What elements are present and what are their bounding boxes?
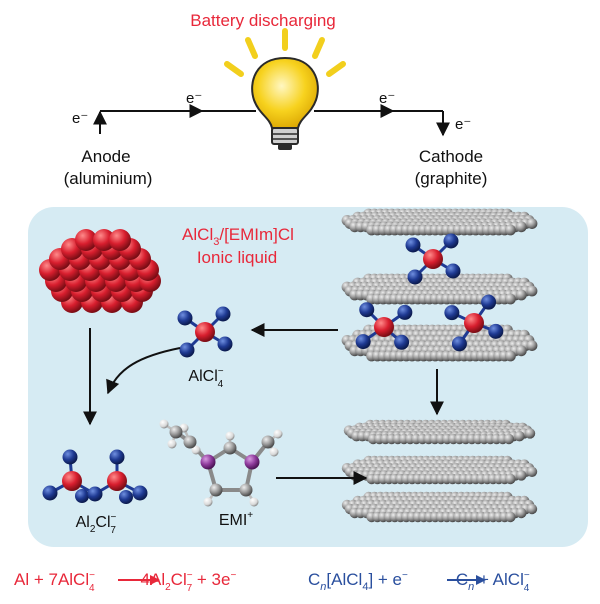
intercalated-alcl4-molecules [355, 233, 504, 352]
cathode-label: Cathode [419, 147, 483, 166]
anode-reaction-arrowhead [150, 575, 160, 585]
chlorine-atom [443, 233, 459, 249]
carbon-atom [515, 221, 527, 233]
chlorine-atom [132, 485, 148, 501]
chlorine-atom [407, 269, 423, 285]
carbon-atom [503, 433, 515, 445]
hydrogen-atom [167, 439, 177, 449]
carbon-atom [239, 483, 253, 497]
aluminium-crystal [39, 229, 161, 313]
chlorine-atom [451, 336, 467, 352]
chlorine-atom [397, 304, 413, 320]
carbon-atom [505, 511, 516, 523]
hydrogen-atom [225, 431, 235, 441]
emi-cation-molecule [159, 419, 283, 507]
aluminium-atom [109, 229, 131, 251]
chlorine-atom [179, 342, 195, 358]
carbon-atom [524, 428, 536, 439]
carbon-atom [504, 350, 516, 362]
graphite-stack [341, 208, 538, 523]
carbon-atom [515, 345, 527, 357]
aluminium-atom [423, 249, 443, 269]
hydrogen-atom [191, 445, 201, 455]
chlorine-atom [177, 310, 193, 326]
electron-label-anode: e⁻ [72, 110, 88, 127]
chlorine-atom [488, 323, 504, 339]
alcl4-molecule [177, 306, 233, 358]
chlorine-atom [355, 334, 371, 350]
chlorine-atom [75, 489, 89, 503]
carbon-atom [505, 473, 516, 485]
aluminium-atom [195, 322, 215, 342]
chlorine-atom [445, 263, 461, 279]
hydrogen-atom [249, 497, 259, 507]
carbon-atom [516, 507, 527, 519]
aluminium-atom [93, 229, 115, 251]
electrolyte-formula: AlCl3/[EMIm]Cl [182, 225, 294, 248]
anode-reaction-equation: Al + 7AlCl−44Al2Cl−7 + 3e− [14, 570, 236, 594]
chlorine-atom [359, 302, 375, 318]
hydrogen-atom [273, 429, 283, 439]
cathode-reaction-arrowhead [476, 575, 486, 585]
electrolyte-description: Ionic liquid [197, 248, 277, 267]
electron-label-top-right: e⁻ [379, 90, 395, 107]
carbon-atom [526, 466, 538, 477]
alcl4-label: AlCl−4 [188, 366, 223, 390]
cathode-reaction-equation: Cn[AlCl4] + e−Cn + AlCl−4 [308, 570, 530, 594]
carbon-atom [169, 425, 183, 439]
chlorine-atom [481, 294, 497, 310]
hydrogen-atom [269, 447, 279, 457]
reaction-arrow [83, 323, 444, 485]
aluminium-atom [62, 471, 82, 491]
al2cl7-label: Al2Cl−7 [76, 512, 117, 536]
aluminium-atom [464, 313, 484, 333]
carbon-atom [261, 435, 275, 449]
carbon-atom [183, 435, 197, 449]
hydrogen-atom [159, 419, 169, 429]
al2cl7-molecule [42, 449, 148, 504]
chlorine-atom [394, 334, 410, 350]
carbon-atom [526, 285, 538, 297]
carbon-atom [209, 483, 223, 497]
anode-material-label: (aluminium) [64, 169, 153, 188]
hydrogen-atom [203, 497, 213, 507]
carbon-atom [514, 431, 525, 442]
carbon-atom [526, 503, 538, 515]
chlorine-atom [87, 486, 103, 502]
light-bulb-icon [224, 28, 346, 150]
carbon-atom [516, 470, 527, 481]
diagram-title: Battery discharging [190, 11, 336, 30]
chlorine-atom [217, 336, 233, 352]
emi-label: EMI+ [219, 510, 253, 529]
chlorine-atom [109, 449, 125, 465]
electron-label-cathode: e⁻ [455, 116, 471, 133]
aluminium-atom [374, 317, 394, 337]
chlorine-atom [42, 485, 58, 501]
nitrogen-atom [200, 454, 216, 470]
aluminium-atom [75, 229, 97, 251]
chlorine-atom [215, 306, 231, 322]
chlorine-atom [444, 305, 460, 321]
carbon-atom [526, 340, 538, 351]
chlorine-atom [119, 490, 133, 504]
chlorine-atom [405, 237, 421, 253]
electron-label-top-left: e⁻ [186, 90, 202, 107]
carbon-atom [515, 289, 527, 301]
carbon-atom [504, 224, 516, 236]
aluminium-atom [107, 471, 127, 491]
nitrogen-atom [244, 454, 260, 470]
carbon-atom [223, 441, 237, 455]
carbon-atom [526, 218, 538, 230]
chlorine-atom [62, 449, 78, 465]
circuit-wire [93, 104, 450, 137]
cathode-material-label: (graphite) [415, 169, 488, 188]
anode-label: Anode [81, 147, 130, 166]
carbon-atom [504, 293, 516, 305]
